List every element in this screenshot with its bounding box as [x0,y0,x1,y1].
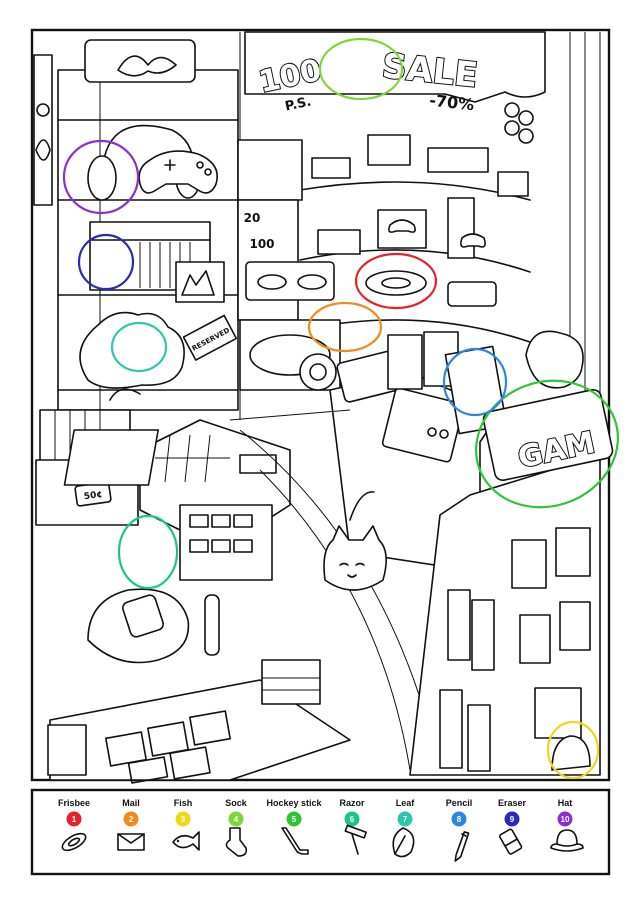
sale-discount: -70% [428,91,475,115]
razor-icon [344,824,367,855]
key-item-label: Hat [558,798,573,808]
key-number-badge [397,811,413,827]
hat-hidden [551,735,591,771]
display-case [47,659,351,784]
key-number-text: 7 [403,815,408,824]
key-item-hat: Hat 10 [550,798,584,852]
key-number-text: 8 [457,815,462,824]
key-item-label: Leaf [396,798,416,808]
key-item-label: Hockey stick [266,798,322,808]
key-item-hockey-stick: Hockey stick 5 [266,798,323,855]
pencil-icon [454,831,470,862]
found-circle-frisbee[interactable] [354,252,438,310]
mail-icon [117,833,145,851]
key-item-label: Eraser [498,798,527,808]
key-item-mail: Mail 2 [117,798,145,851]
found-circle-pencil[interactable] [442,347,508,417]
key-item-label: Mail [122,798,140,808]
key-number-badge [286,811,302,827]
found-circle-fish[interactable] [546,720,600,780]
key-number-text: 4 [234,815,239,824]
key-number-text: 2 [129,815,134,824]
left-shelving-unit: RESERVED [57,39,239,411]
left-wall-poster [33,54,53,206]
sock-icon [225,827,248,857]
sale-sign: 100 P.S. SALE -70% [244,31,546,144]
key-number-badge [344,811,360,827]
found-circle-mail[interactable] [307,301,383,353]
found-circle-razor[interactable] [117,514,179,590]
game-display-stand: GAM [409,330,614,776]
key-item-label: Frisbee [58,798,90,808]
headset-earcup [87,155,117,201]
frisbee-icon [61,832,87,852]
key-item-fish: Fish 3 [172,798,200,851]
key-number-text: 10 [561,815,570,824]
key-item-leaf: Leaf 7 [392,798,416,858]
arcade-score-top: 20 [244,211,261,225]
back-shelves [299,134,531,343]
arcade-score-bottom: 100 [249,237,274,251]
item-key-panel: Frisbee 1 Mail 2 Fish 3 Sock 4 Hockey stick 5 Razo… [30,788,611,876]
checkout-counter [63,419,291,581]
fish-icon [172,831,200,851]
key-number-text: 5 [292,815,297,824]
found-circle-hockey-stick[interactable] [458,361,636,527]
key-item-label: Fish [174,798,193,808]
key-number-text: 1 [72,815,77,824]
price-tag: 50¢ [83,490,103,503]
stool [87,588,220,664]
key-item-label: Pencil [446,798,473,808]
frisbee-hidden [365,270,427,296]
key-number-badge [504,811,520,827]
hockey-stick-icon [281,827,309,855]
found-circle-leaf[interactable] [110,321,168,373]
key-item-label: Sock [225,798,248,808]
found-circle-hat[interactable] [62,139,140,215]
key-number-text: 6 [350,815,355,824]
cat [323,491,387,591]
arcade-machine: 20 100 [237,139,341,391]
key-number-badge [175,811,191,827]
key-item-eraser: Eraser 9 [498,798,527,855]
key-number-badge [557,811,573,827]
found-circle-sock[interactable] [318,37,404,101]
key-number-badge [228,811,244,827]
key-number-text: 9 [510,815,515,824]
hat-icon [550,829,584,852]
key-item-frisbee: Frisbee 1 [58,798,90,852]
key-item-sock: Sock 4 [225,798,248,857]
game-controller [138,150,218,194]
key-item-label: Razor [339,798,365,808]
key-number-text: 3 [181,815,186,824]
found-markers [62,37,636,780]
key-item-razor: Razor 6 [339,798,367,855]
sale-price-unit: P.S. [284,94,313,114]
found-circle-eraser[interactable] [77,233,135,291]
eraser-icon [499,828,523,855]
key-number-badge [451,811,467,827]
key-item-pencil: Pencil 8 [446,798,473,862]
leaf-icon [392,827,415,858]
scene-illustration: RESERVED 50¢ 100 P.S. SALE -70% [30,28,614,784]
key-number-badge [66,811,82,827]
key-number-badge [123,811,139,827]
